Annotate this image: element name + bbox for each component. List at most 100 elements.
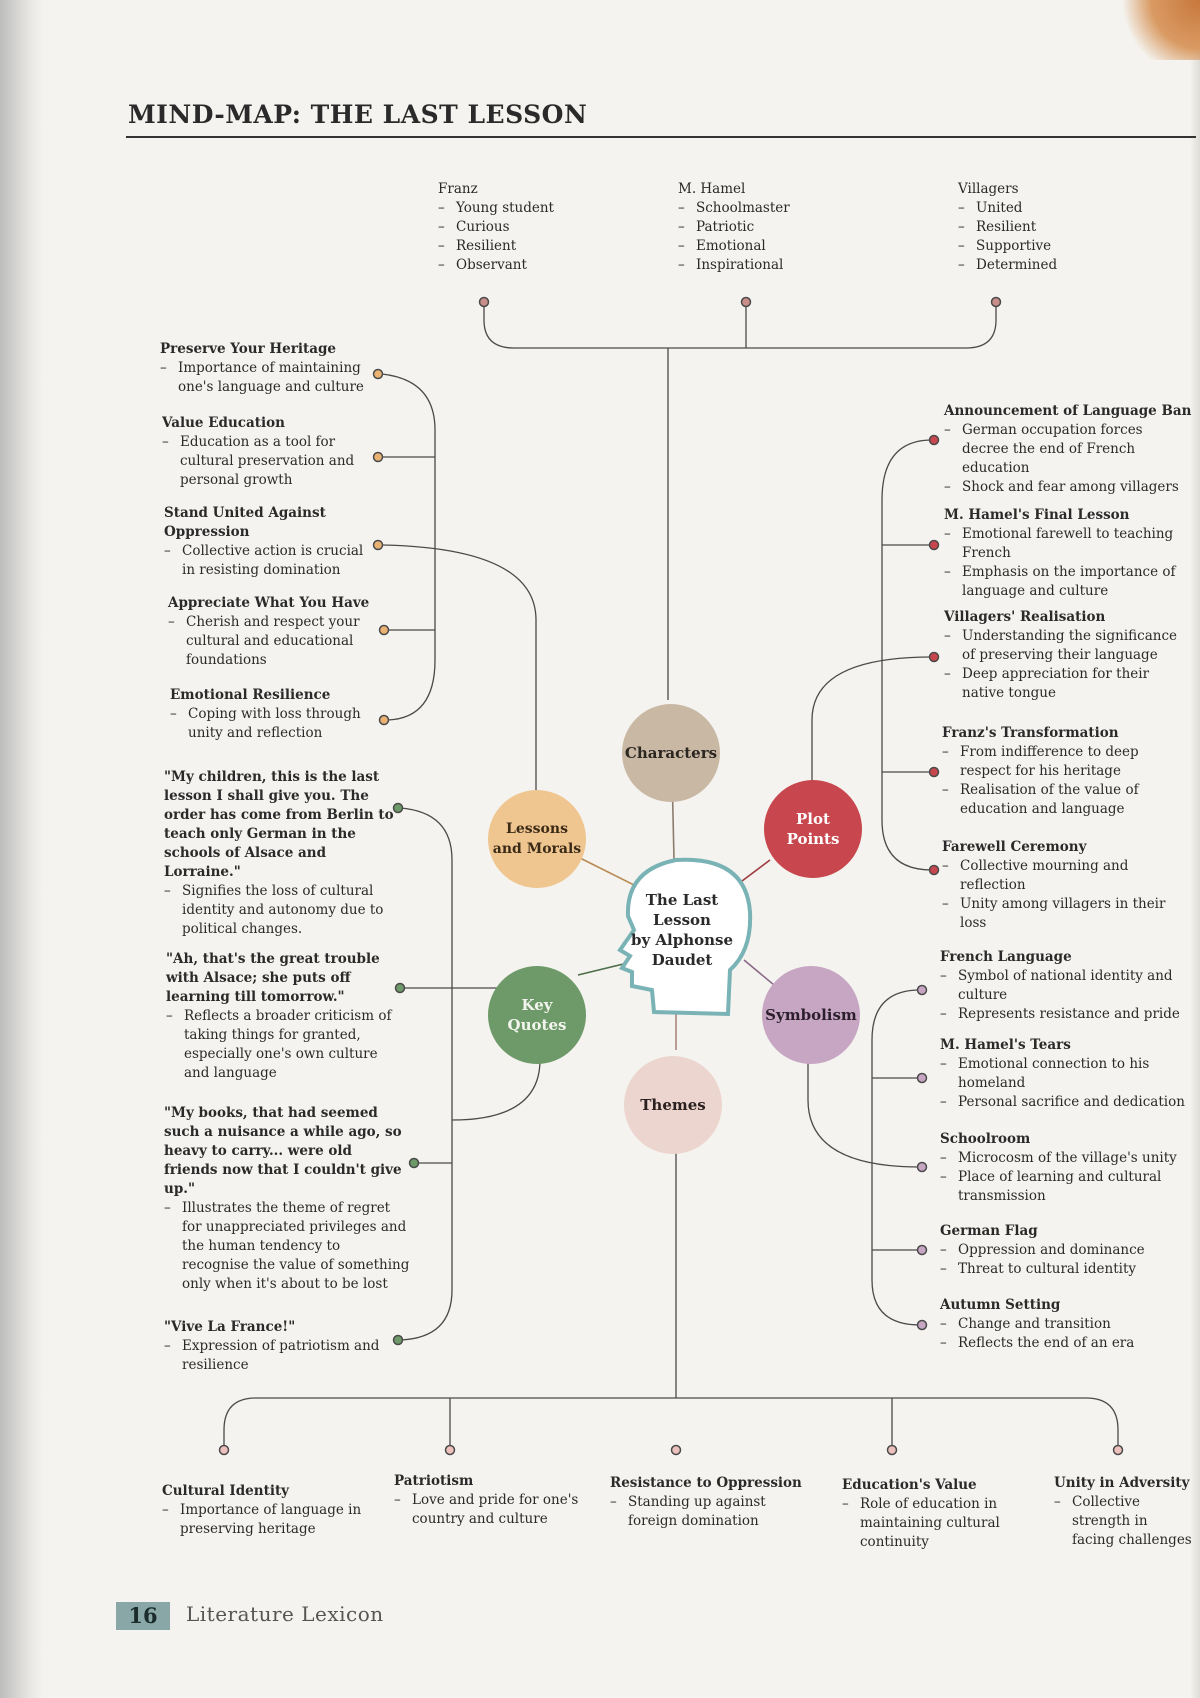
lessons-connector-3 [381, 544, 537, 790]
dot [408, 1157, 420, 1169]
dot [740, 296, 752, 308]
dot [916, 1244, 928, 1256]
plot-label-line2: Points [786, 830, 840, 848]
quotes-label-line1: Key [521, 996, 553, 1014]
theme-item: Education's Value Role of education in m… [842, 1476, 1018, 1552]
theme-item: Cultural Identity Importance of language… [162, 1482, 374, 1539]
dot [1112, 1444, 1124, 1456]
character-m-hamel: M. Hamel Schoolmaster Patriotic Emotiona… [678, 180, 818, 275]
title-rule [126, 136, 1196, 138]
dot [928, 651, 940, 663]
quotes-connector-4 [451, 1059, 541, 1121]
symbol-detail: Represents resistance and pride [940, 1005, 1190, 1024]
plot-item: Villagers' Realisation Understanding the… [944, 608, 1192, 703]
symbol-item: Autumn Setting Change and transition Ref… [940, 1296, 1190, 1353]
dot [394, 982, 406, 994]
dot [392, 802, 404, 814]
symbol-item: Schoolroom Microcosm of the village's un… [940, 1130, 1190, 1206]
dot [928, 539, 940, 551]
plot-detail: Emphasis on the importance of language a… [944, 563, 1192, 601]
symbol-item: M. Hamel's Tears Emotional connection to… [940, 1036, 1190, 1112]
quotes-label-line2: Quotes [507, 1016, 567, 1034]
dot [990, 296, 1002, 308]
plot-item: Farewell Ceremony Collective mourning an… [942, 838, 1192, 933]
plot-bubble[interactable]: Plot Points [764, 780, 862, 878]
symbol-title: French Language [940, 949, 1072, 965]
character-title: M. Hamel [678, 181, 746, 197]
symbol-title: M. Hamel's Tears [940, 1037, 1071, 1053]
character-trait: Patriotic [678, 218, 818, 237]
plot-detail: Unity among villagers in their loss [942, 895, 1192, 933]
quotes-connector [399, 807, 453, 1341]
dot [916, 1319, 928, 1331]
symbolism-connector [871, 989, 921, 1326]
dot [928, 434, 940, 446]
characters-bubble[interactable]: Characters [622, 704, 720, 802]
lesson-detail: Importance of maintaining one's language… [160, 359, 370, 397]
theme-detail: Importance of language in preserving her… [162, 1501, 374, 1539]
quotes-bubble[interactable]: Key Quotes [488, 966, 586, 1064]
quote-item: "My books, that had seemed such a nuisan… [164, 1104, 410, 1294]
plot-title: Franz's Transformation [942, 725, 1119, 741]
lesson-detail: Collective action is crucial in resistin… [164, 542, 374, 580]
quote-explanation: Reflects a broader criticism of taking t… [166, 1007, 402, 1083]
dot [916, 1072, 928, 1084]
dot [372, 451, 384, 463]
page-title: MIND-MAP: THE LAST LESSON [128, 100, 588, 129]
character-trait: Inspirational [678, 256, 818, 275]
plot-title: Villagers' Realisation [944, 609, 1106, 625]
center-line2: Lesson [653, 911, 711, 929]
plot-detail: German occupation forces decree the end … [944, 421, 1192, 478]
symbol-title: Autumn Setting [940, 1297, 1061, 1313]
plot-title: M. Hamel's Final Lesson [944, 507, 1130, 523]
symbol-item: French Language Symbol of national ident… [940, 948, 1190, 1024]
lessons-bubble[interactable]: Lessons and Morals [488, 790, 586, 888]
plot-connector-3 [811, 656, 933, 790]
symbolism-bubble[interactable]: Symbolism [762, 966, 860, 1064]
symbol-detail: Symbol of national identity and culture [940, 967, 1190, 1005]
theme-title: Resistance to Oppression [610, 1475, 802, 1491]
quote-item: "Ah, that's the great trouble with Alsac… [166, 950, 402, 1083]
symbol-title: German Flag [940, 1223, 1038, 1239]
plot-title: Farewell Ceremony [942, 839, 1087, 855]
theme-title: Unity in Adversity [1054, 1475, 1190, 1491]
lesson-item: Emotional Resilience Coping with loss th… [170, 686, 380, 743]
plot-title: Announcement of Language Ban [944, 403, 1192, 419]
characters-connector [483, 302, 997, 349]
dot [378, 714, 390, 726]
plot-label-line1: Plot [796, 810, 830, 828]
theme-title: Education's Value [842, 1477, 977, 1493]
theme-detail: Love and pride for one's country and cul… [394, 1491, 594, 1529]
theme-title: Patriotism [394, 1473, 474, 1489]
character-title: Franz [438, 181, 478, 197]
character-trait: Supportive [958, 237, 1088, 256]
character-villagers: Villagers United Resilient Supportive De… [958, 180, 1088, 275]
page-binding-shadow [0, 0, 44, 1698]
theme-item: Patriotism Love and pride for one's coun… [394, 1472, 594, 1529]
quote-text: "Ah, that's the great trouble with Alsac… [166, 951, 380, 1005]
lesson-item: Value Education Education as a tool for … [162, 414, 372, 490]
theme-detail: Standing up against foreign domination [610, 1493, 810, 1531]
plot-bubble-label: Plot Points [787, 809, 840, 849]
characters-bubble-label: Characters [624, 744, 718, 762]
quote-item: "Vive La France!" Expression of patrioti… [164, 1318, 394, 1375]
dot [378, 624, 390, 636]
symbol-title: Schoolroom [940, 1131, 1031, 1147]
plot-item: M. Hamel's Final Lesson Emotional farewe… [944, 506, 1192, 601]
quote-explanation: Signifies the loss of cultural identity … [164, 882, 404, 939]
character-trait: Observant [438, 256, 578, 275]
lessons-label-line2: and Morals [492, 841, 582, 857]
head-silhouette [617, 857, 753, 1017]
themes-bubble[interactable]: Themes [624, 1056, 722, 1154]
lesson-detail: Cherish and respect your cultural and ed… [168, 613, 378, 670]
character-title: Villagers [958, 181, 1019, 197]
symbol-detail: Place of learning and cultural transmiss… [940, 1168, 1190, 1206]
plot-detail: Realisation of the value of education an… [942, 781, 1192, 819]
lesson-detail: Coping with loss through unity and refle… [170, 705, 380, 743]
themes-bubble-label: Themes [640, 1096, 706, 1114]
symbol-detail: Emotional connection to his homeland [940, 1055, 1190, 1093]
quote-item: "My children, this is the last lesson I … [164, 768, 404, 939]
center-line3: by Alphonse [630, 931, 734, 949]
quote-explanation: Illustrates the theme of regret for unap… [164, 1199, 410, 1294]
